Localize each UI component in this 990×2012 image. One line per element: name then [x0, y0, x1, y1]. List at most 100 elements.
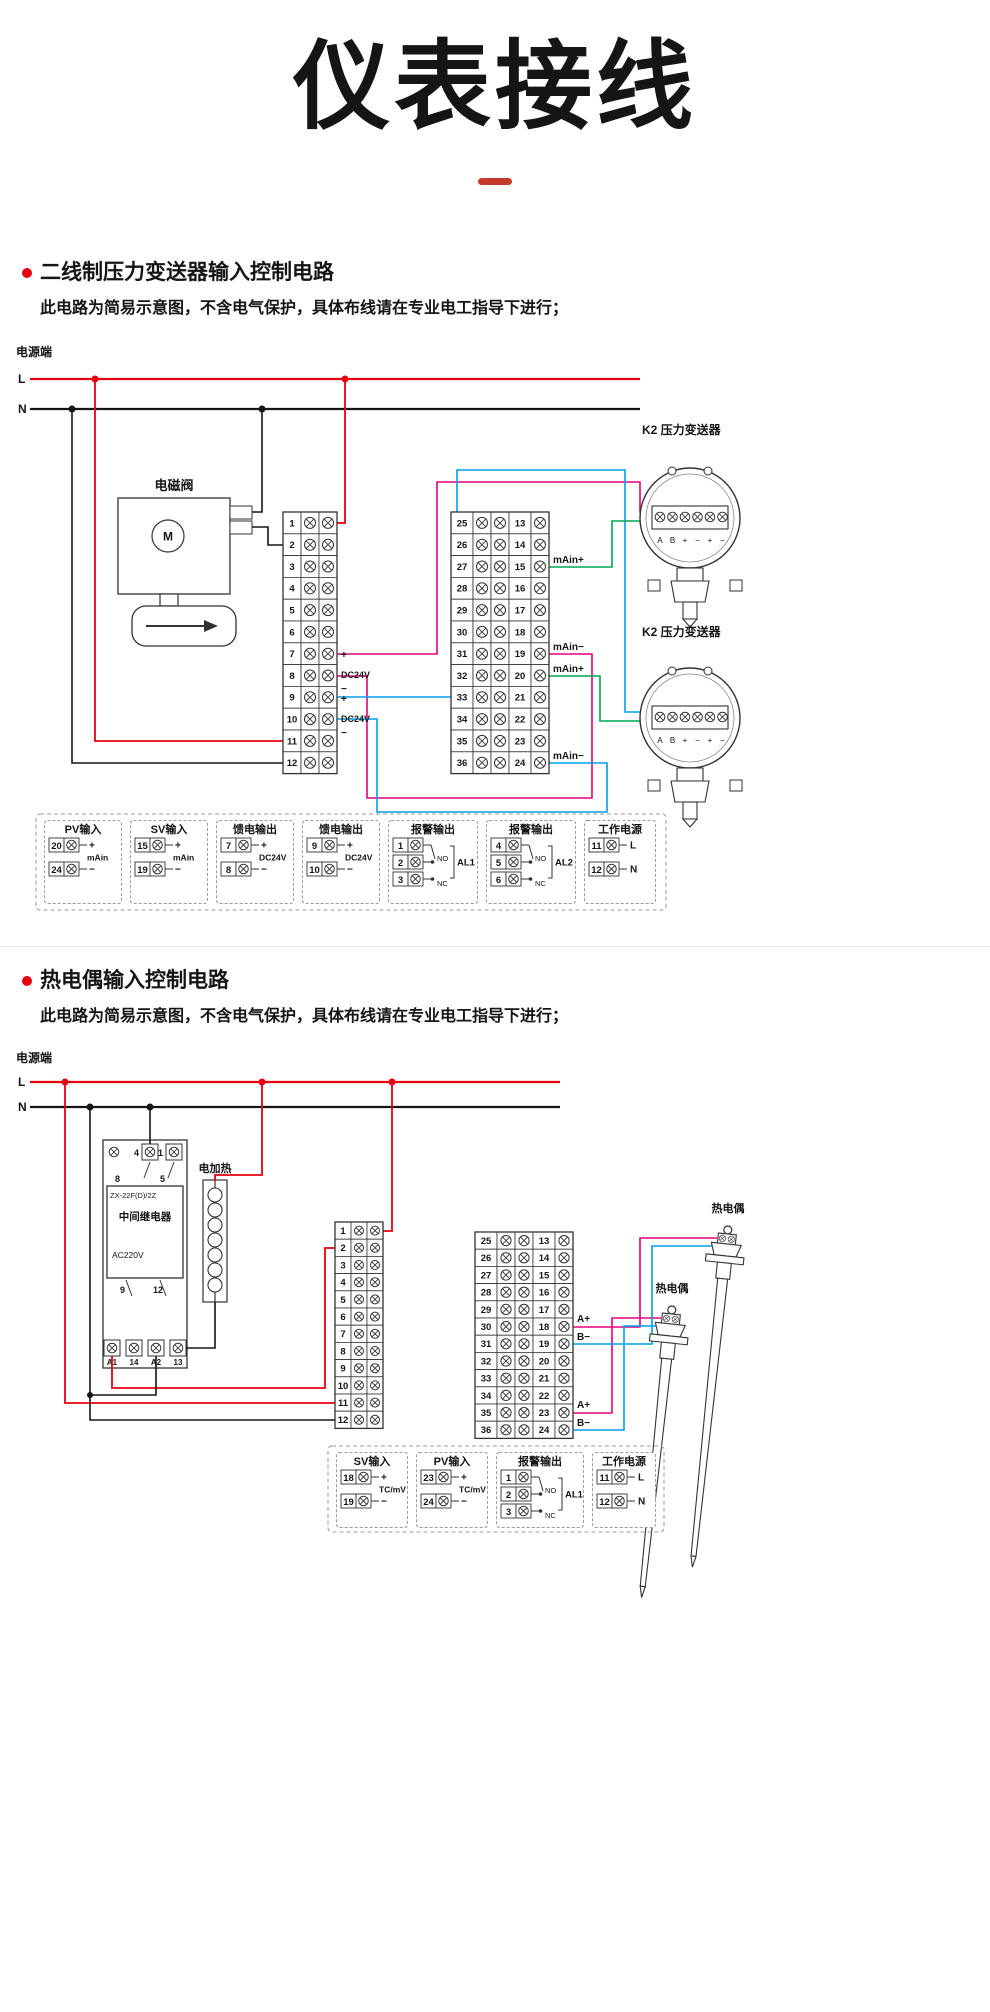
relay-terminal-number: 13 [174, 1358, 183, 1367]
legend-contact-dot [430, 860, 435, 864]
terminal-screw-icon [354, 1380, 364, 1391]
tc-io-labels: A+ B− A+ B− [577, 1314, 590, 1429]
transmitter-neck [676, 567, 704, 582]
pin-label: A [657, 736, 663, 745]
terminal-screw-icon [66, 839, 77, 851]
terminal-screw-icon [558, 1338, 570, 1350]
tc-neck [659, 1341, 676, 1361]
terminal-screw-icon [304, 625, 316, 638]
legend-power-label: L [638, 1473, 644, 1484]
terminal-number: 8 [289, 671, 294, 682]
terminal-number: 7 [340, 1329, 345, 1340]
solenoid-connector-pin [229, 505, 253, 520]
pin-label: + [708, 536, 713, 545]
terminal-screw-icon [354, 1397, 364, 1408]
pin-label: A [657, 536, 663, 545]
terminal-screw-icon [494, 516, 506, 529]
section1-heading: 二线制压力变送器输入控制电路 [40, 261, 334, 284]
terminal-screw-icon [500, 1235, 512, 1247]
terminal-screw-icon [128, 1342, 140, 1354]
terminal-screw-icon [238, 863, 249, 875]
terminal-screw-icon [494, 647, 506, 660]
relay-contact-line [125, 1279, 133, 1297]
heater-coil-turn [207, 1262, 223, 1278]
terminal-screw-icon [500, 1286, 512, 1298]
transmitter-neck [676, 767, 704, 782]
legend-sign: + [89, 841, 95, 852]
wire-blue [337, 469, 652, 813]
terminal-number: 13 [539, 1236, 550, 1247]
io-label: B− [577, 1418, 590, 1429]
terminal-screw-icon [558, 1321, 570, 1333]
legend-container [35, 813, 667, 911]
terminal-screw-icon [494, 756, 506, 769]
terminal-screw-icon [476, 582, 488, 595]
terminal-screw-icon [518, 1407, 530, 1419]
legend-container [327, 1445, 665, 1533]
terminal-screw-icon [534, 647, 546, 660]
legend-contact-dot [528, 877, 533, 881]
terminal-screw-icon [534, 516, 546, 529]
terminal-screw-icon [718, 1234, 727, 1243]
line-l-label: L [18, 372, 25, 386]
terminal-number: 9 [289, 693, 294, 704]
terminal-number: 14 [539, 1253, 550, 1264]
legend-switch-blade [528, 844, 534, 860]
heater-coil-turn [207, 1217, 223, 1233]
terminal-number: 5 [289, 606, 295, 617]
terminal-number: 9 [340, 1364, 345, 1375]
terminal-screw-icon [238, 839, 249, 851]
relay-terminal-number: 4 [134, 1148, 139, 1158]
terminal-screw-icon [518, 1303, 530, 1315]
legend-terminal-number: 1 [398, 841, 404, 852]
legend-sign: + [347, 841, 353, 852]
terminal-strip-right: 2526272829303132333435361314151617181920… [450, 511, 550, 775]
terminal-screw-icon [534, 560, 546, 573]
terminal-screw-icon [370, 1277, 380, 1288]
legend-contact-dot [528, 860, 533, 864]
terminal-screw-icon [500, 1321, 512, 1333]
legend-terminal-number: 2 [506, 1490, 511, 1501]
legend-power-label: N [630, 865, 637, 876]
terminal-screw-icon [518, 1269, 530, 1281]
legend-title: 报警输出 [411, 822, 455, 836]
terminal-number: 33 [481, 1374, 492, 1385]
line-n-label: N [18, 1100, 27, 1114]
terminal-screw-icon [494, 582, 506, 595]
tc-cap [723, 1225, 733, 1235]
legend-sign: + [381, 1473, 387, 1484]
terminal-number: 27 [457, 562, 468, 573]
terminal-number: 12 [287, 758, 298, 769]
legend-terminal-number: 3 [398, 875, 403, 886]
terminal-number: 1 [289, 518, 295, 529]
terminal-screw-icon [476, 756, 488, 769]
pin-label: + [683, 536, 688, 545]
terminal-screw-icon [606, 863, 617, 875]
terminal-number: 3 [340, 1260, 345, 1271]
terminal-screw-icon [518, 1372, 530, 1384]
terminal-number: 2 [289, 540, 294, 551]
legend-bracket [548, 845, 553, 879]
legend-terminal-number: 5 [496, 858, 502, 869]
diagram-thermocouple: 电源端 L N 4 1 8 5 ZX-22F(D)/2Z [16, 1050, 745, 1598]
terminal-number: 12 [338, 1415, 349, 1426]
terminal-screw-icon [354, 1260, 364, 1270]
wire-black [89, 1107, 335, 1421]
terminal-screw-icon [152, 839, 163, 851]
io-label: A+ [577, 1400, 590, 1411]
legend-io-label: DC24V [345, 853, 373, 863]
legend-no-label: NO [535, 854, 546, 863]
transmitter-tip [681, 818, 699, 828]
tc-probe-tip [690, 1555, 697, 1568]
legend-io-label: TC/mV [459, 1485, 486, 1495]
terminal-number: 21 [515, 693, 526, 704]
legend-contact-dot [430, 877, 435, 881]
terminal-screw-icon [500, 1424, 512, 1436]
legend-title: 报警输出 [509, 822, 553, 836]
